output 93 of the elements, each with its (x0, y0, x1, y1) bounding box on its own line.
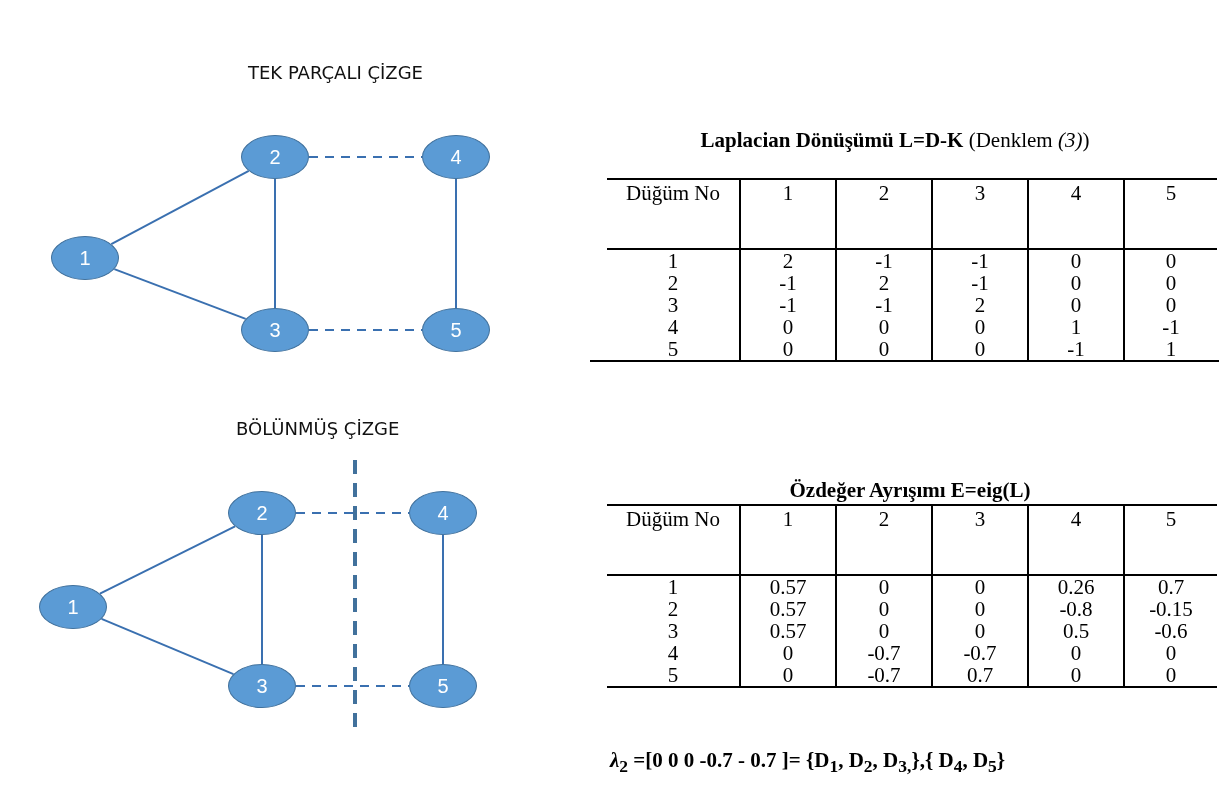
row-header: 5 (607, 338, 740, 361)
column-header: 3 (932, 505, 1028, 575)
matrix-value: 0 (1124, 272, 1217, 294)
matrix-value: 0 (836, 575, 932, 598)
matrix-value: -0.7 (932, 642, 1028, 664)
matrix-value: 0.7 (932, 664, 1028, 687)
column-header: 1 (740, 505, 836, 575)
matrix-value: -0.7 (836, 642, 932, 664)
formula-text: λ$_{2}$ =[0 0 0 -0.7 - 0.7 ]= {D$_{1}$, D$_{2}$, D$_{3,}$},{ D$_{4}$, D$_{5}$} (610, 748, 1006, 778)
row-header: 2 (607, 272, 740, 294)
matrix-value: 1 (1028, 316, 1124, 338)
row-header: 3 (607, 294, 740, 316)
column-header: 5 (1124, 179, 1217, 249)
column-header: 4 (1028, 505, 1124, 575)
graph-title: TEK PARÇALI ÇİZGE (248, 62, 423, 83)
edge-line (455, 178, 457, 309)
edge-line (442, 534, 444, 665)
node-ellipse: 5 (422, 308, 490, 352)
matrix-value: -1 (836, 249, 932, 272)
column-header: 5 (1124, 505, 1217, 575)
matrix-value: 0 (932, 620, 1028, 642)
matrix-value: -0.15 (1124, 598, 1217, 620)
row-header: 5 (607, 664, 740, 687)
edge-line (274, 178, 276, 309)
row-header: 1 (607, 249, 740, 272)
matrix-value: 0 (740, 316, 836, 338)
matrix-value: 0 (932, 316, 1028, 338)
row-header: 1 (607, 575, 740, 598)
matrix-value: 0 (836, 620, 932, 642)
matrix-value: 0 (932, 575, 1028, 598)
matrix-value: 2 (836, 272, 932, 294)
matrix-value: 0 (1028, 294, 1124, 316)
column-header: Düğüm No (607, 505, 740, 575)
matrix-value: 0 (1028, 249, 1124, 272)
matrix-value: 0 (836, 338, 932, 361)
matrix-value: 0.7 (1124, 575, 1217, 598)
node-ellipse: 1 (51, 236, 119, 280)
row-header: 4 (607, 316, 740, 338)
matrix-value: 0 (836, 316, 932, 338)
matrix-value: 0 (740, 664, 836, 687)
matrix-value: 0.5 (1028, 620, 1124, 642)
matrix-value: -1 (932, 272, 1028, 294)
matrix-value: 0 (1028, 642, 1124, 664)
matrix-value: 0 (836, 598, 932, 620)
table-title: Laplacian Dönüşümü L=D-K (Denklem (3)) (699, 128, 1091, 153)
node-ellipse: 5 (409, 664, 477, 708)
row-header: 3 (607, 620, 740, 642)
matrix-value: -1 (1028, 338, 1124, 361)
column-header: 3 (932, 179, 1028, 249)
matrix-value: 0.26 (1028, 575, 1124, 598)
node-ellipse: 2 (241, 135, 309, 179)
matrix-value: 0.57 (740, 620, 836, 642)
matrix-value: 0 (1124, 294, 1217, 316)
matrix-value: -1 (1124, 316, 1217, 338)
matrix-value: 0 (1124, 642, 1217, 664)
matrix-value: -1 (740, 294, 836, 316)
matrix-value: 0 (740, 338, 836, 361)
matrix-value: 0.57 (740, 575, 836, 598)
node-ellipse: 3 (228, 664, 296, 708)
column-header: 2 (836, 505, 932, 575)
matrix-value: -1 (932, 249, 1028, 272)
column-header: 2 (836, 179, 932, 249)
column-header: 1 (740, 179, 836, 249)
matrix-value: 0.57 (740, 598, 836, 620)
matrix-value: 0 (1124, 249, 1217, 272)
column-header: 4 (1028, 179, 1124, 249)
row-header: 2 (607, 598, 740, 620)
matrix-value: 0 (740, 642, 836, 664)
matrix-value: 1 (1124, 338, 1217, 361)
matrix-value: -0.6 (1124, 620, 1217, 642)
graph-title: BÖLÜNMÜŞ ÇİZGE (236, 418, 400, 439)
edge-line (261, 534, 263, 665)
edge-line (110, 169, 250, 246)
row-header: 4 (607, 642, 740, 664)
edge-line (98, 525, 237, 595)
matrix-value: 0 (932, 338, 1028, 361)
node-ellipse: 4 (422, 135, 490, 179)
matrix-value: -1 (740, 272, 836, 294)
matrix-value: 2 (740, 249, 836, 272)
matrix-value: 0 (1028, 272, 1124, 294)
matrix-value: 0 (932, 598, 1028, 620)
node-ellipse: 4 (409, 491, 477, 535)
node-ellipse: 1 (39, 585, 107, 629)
node-ellipse: 3 (241, 308, 309, 352)
matrix-value: -0.8 (1028, 598, 1124, 620)
matrix-value: 0 (1028, 664, 1124, 687)
table-title: Özdeğer Ayrışımı E=eig(L) (788, 478, 1032, 503)
matrix-value: -0.7 (836, 664, 932, 687)
matrix-value: 0 (1124, 664, 1217, 687)
column-header: Düğüm No (607, 179, 740, 249)
matrix-value: -1 (836, 294, 932, 316)
matrix-value: 2 (932, 294, 1028, 316)
node-ellipse: 2 (228, 491, 296, 535)
